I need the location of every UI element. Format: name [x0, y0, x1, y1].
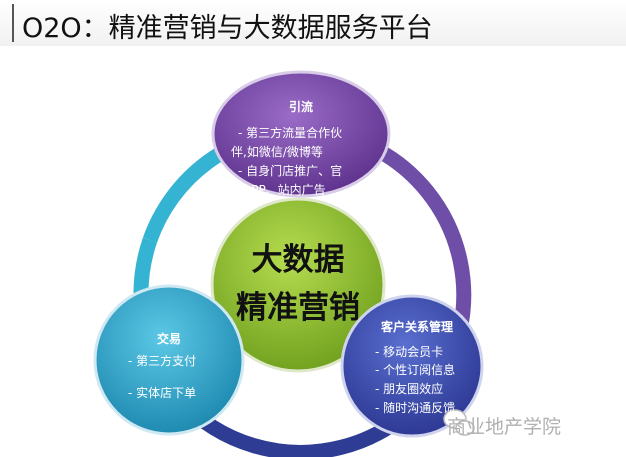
right-item: - 朋友圈效应 [375, 382, 444, 396]
right-item: - 移动会员卡 [375, 345, 444, 359]
header: O2O：精准营销与大数据服务平台 [0, 0, 626, 46]
top-item: 方APP、站内广告 [231, 183, 326, 197]
center-line2: 精准营销 [236, 290, 360, 326]
center-circle [210, 197, 386, 373]
top-item: 伴,如微信/微博等 [231, 145, 323, 159]
left-heading: 交易 [156, 332, 181, 346]
right-heading: 客户关系管理 [380, 320, 453, 334]
title-accent-bar [12, 4, 14, 42]
left-item: - 第三方支付 [128, 354, 197, 368]
top-item: - 第三方流量合作伙 [238, 126, 343, 140]
left-item: - 实体店下单 [128, 386, 197, 400]
page-title: O2O：精准营销与大数据服务平台 [22, 13, 433, 44]
top-heading: 引流 [288, 100, 313, 114]
right-circle [340, 294, 484, 438]
center-line1: 大数据 [251, 242, 345, 278]
center-label: 大数据 精准营销 [213, 236, 383, 332]
top-circle [211, 70, 391, 198]
top-item: - 自身门店推广、官 [238, 164, 343, 178]
wechat-icon [443, 409, 475, 436]
right-item: - 随时沟通反馈 [375, 401, 456, 415]
left-circle [93, 284, 245, 436]
watermark: 商业地产学院 [447, 416, 562, 438]
right-item: - 个性订阅信息 [375, 363, 456, 377]
